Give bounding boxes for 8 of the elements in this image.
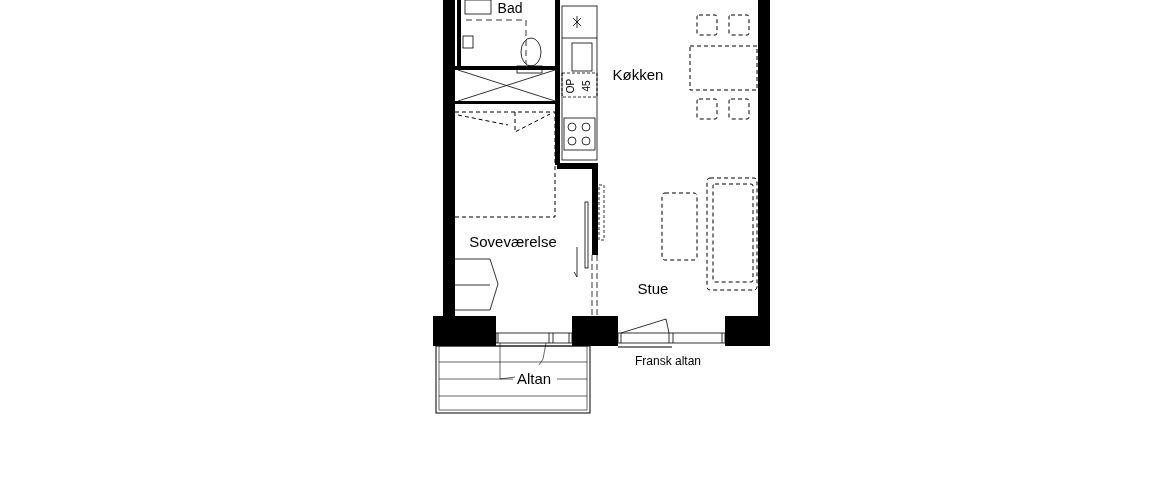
- room-label: Stue: [637, 280, 669, 296]
- room-label: Køkken: [612, 66, 664, 82]
- room-label: Bad: [497, 1, 523, 15]
- room-label: Fransk altan: [635, 355, 701, 367]
- room-label: Soveværelse: [469, 233, 557, 249]
- room-label: 45: [582, 80, 592, 92]
- room-label: OP: [566, 78, 576, 94]
- room-label: Altan: [516, 370, 552, 386]
